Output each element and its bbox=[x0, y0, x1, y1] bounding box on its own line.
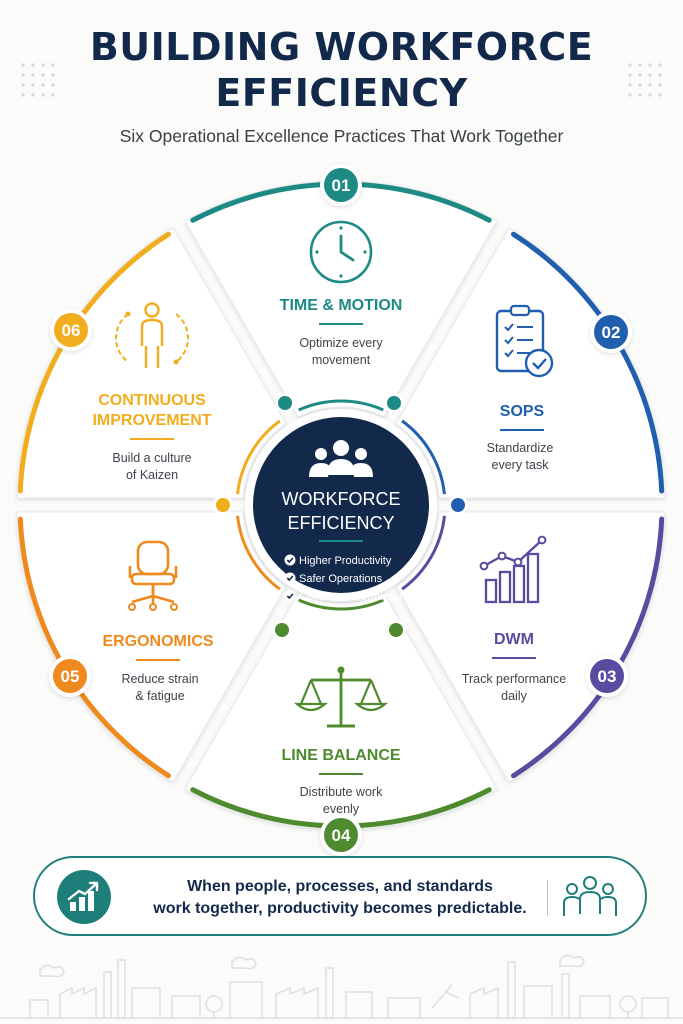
segment-06 bbox=[16, 227, 287, 499]
badge-number: 03 bbox=[598, 667, 617, 686]
person-cycle-icon bbox=[115, 302, 189, 368]
badge-number: 06 bbox=[62, 321, 81, 340]
office-chair-icon bbox=[128, 540, 178, 611]
segment-title: CONTINUOUS bbox=[98, 392, 206, 409]
center-disc bbox=[253, 417, 429, 593]
center-benefit-text: Consistent Performance bbox=[299, 591, 417, 603]
segment-description-line-2: movement bbox=[312, 353, 371, 367]
decorative-dots-right bbox=[628, 63, 662, 97]
banner-message: When people, processes, and standards wo… bbox=[135, 876, 545, 920]
segment-badge-06: 06 bbox=[50, 309, 92, 351]
segment-description-line-1: Standardize bbox=[487, 441, 554, 455]
banner-line-2: work together, productivity becomes pred… bbox=[153, 900, 527, 917]
connector-dot-fill bbox=[389, 623, 403, 637]
connector-dot-fill bbox=[387, 396, 401, 410]
segment-title: ERGONOMICS bbox=[102, 633, 213, 650]
practices-wheel-diagram: WORKFORCE EFFICIENCY Higher ProductivitySa… bbox=[16, 164, 666, 856]
center-benefit-item: Safer Operations bbox=[284, 572, 383, 585]
banner-line-1: When people, processes, and standards bbox=[187, 878, 493, 895]
segment-description-line-2: evenly bbox=[323, 802, 360, 816]
segment-description-line-2: of Kaizen bbox=[126, 468, 178, 482]
segment-description-line-2: every task bbox=[492, 458, 550, 472]
connector-dot-fill bbox=[278, 396, 292, 410]
center-title-line-1: WORKFORCE bbox=[282, 489, 401, 509]
connector-dot-fill bbox=[451, 498, 465, 512]
title-line-2: EFFICIENCY bbox=[215, 71, 468, 115]
summary-banner: When people, processes, and standards wo… bbox=[33, 856, 647, 936]
segment-badge-04: 04 bbox=[320, 814, 362, 856]
growth-chart-icon bbox=[57, 870, 111, 924]
inner-arc-06 bbox=[236, 419, 281, 495]
team-icon bbox=[563, 876, 617, 916]
bar-chart-trend-icon bbox=[479, 535, 547, 604]
badge-number: 04 bbox=[332, 826, 351, 845]
clock-icon bbox=[309, 220, 373, 284]
inner-arc-05 bbox=[236, 515, 281, 591]
check-circle-icon bbox=[284, 590, 296, 602]
segment-description-line-1: Build a culture bbox=[112, 451, 191, 465]
page-title: BUILDING WORKFORCE EFFICIENCY bbox=[0, 24, 683, 116]
center-benefit-text: Higher Productivity bbox=[299, 555, 392, 567]
segment-title: LINE BALANCE bbox=[281, 747, 400, 764]
center-title-line-2: EFFICIENCY bbox=[287, 513, 394, 533]
clipboard-checklist-icon bbox=[495, 304, 554, 378]
wheel-center: WORKFORCE EFFICIENCY Higher ProductivitySa… bbox=[245, 409, 437, 603]
check-circle-icon bbox=[284, 554, 296, 566]
inner-arc-02 bbox=[401, 419, 446, 495]
inner-arc-01 bbox=[298, 399, 384, 412]
industrial-skyline-decoration bbox=[0, 954, 683, 1019]
segment-title-line-2: IMPROVEMENT bbox=[92, 412, 211, 429]
segment-05 bbox=[16, 511, 287, 783]
inner-arc-04 bbox=[298, 598, 384, 611]
segment-title: TIME & MOTION bbox=[280, 297, 403, 314]
page-subtitle: Six Operational Excellence Practices Tha… bbox=[119, 126, 564, 146]
connector-dot-fill bbox=[275, 623, 289, 637]
wheel-contents: TIME & MOTION Optimize every movement 01SOP… bbox=[49, 164, 632, 856]
segment-03 bbox=[395, 511, 666, 783]
center-benefit-item: Consistent Performance bbox=[284, 590, 417, 603]
segment-description-line-2: & fatigue bbox=[135, 689, 184, 703]
center-benefit-text: Safer Operations bbox=[299, 573, 383, 585]
team-people-icon bbox=[309, 440, 373, 477]
balance-scale-icon bbox=[294, 666, 388, 728]
segment-badge-03: 03 bbox=[586, 655, 628, 697]
segment-01 bbox=[184, 180, 498, 418]
segment-badge-02: 02 bbox=[590, 311, 632, 353]
badge-number: 01 bbox=[332, 176, 351, 195]
segment-description-line-1: Optimize every bbox=[299, 336, 383, 350]
segment-description-line-1: Track performance bbox=[462, 672, 566, 686]
banner-divider bbox=[547, 880, 548, 916]
segment-title: DWM bbox=[494, 631, 534, 648]
check-circle-icon bbox=[284, 572, 296, 584]
badge-number: 02 bbox=[602, 323, 621, 342]
segment-badge-05: 05 bbox=[49, 655, 91, 697]
segment-description-line-2: daily bbox=[501, 689, 527, 703]
decorative-dots-left bbox=[21, 63, 55, 97]
segment-description-line-1: Reduce strain bbox=[121, 672, 198, 686]
title-line-1: BUILDING WORKFORCE bbox=[89, 25, 594, 69]
segment-badge-01: 01 bbox=[320, 164, 362, 206]
center-benefit-item: Higher Productivity bbox=[284, 554, 392, 567]
segment-description-line-1: Distribute work bbox=[300, 785, 383, 799]
segment-title: SOPS bbox=[500, 403, 545, 420]
connector-dot-fill bbox=[216, 498, 230, 512]
inner-arc-03 bbox=[401, 515, 446, 591]
badge-number: 05 bbox=[61, 667, 80, 686]
